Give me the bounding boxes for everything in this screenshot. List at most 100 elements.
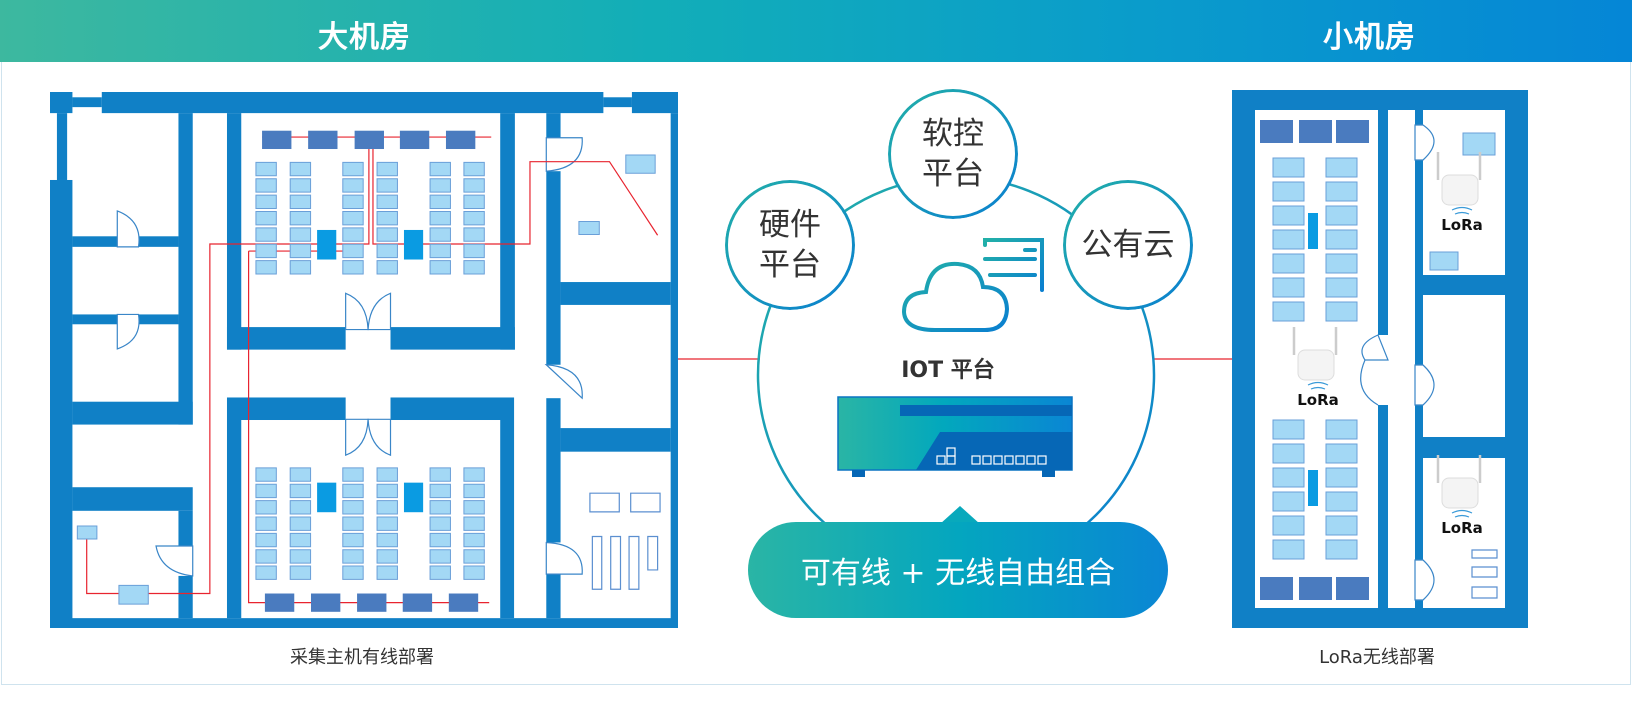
precision-ac-unit [317,229,337,260]
server-rack [377,261,397,274]
server-rack [256,533,276,546]
distribution-cabinet [448,593,479,612]
distribution-cabinet [1260,120,1293,143]
server-rack [343,195,363,208]
server-rack [290,484,310,497]
server-rack [1326,516,1357,535]
distribution-cabinet [1299,577,1332,600]
server-rack [256,484,276,497]
server-rack [290,533,310,546]
server-rack [377,566,397,579]
collector-host [119,585,148,604]
server-rack [290,550,310,563]
server-rack [377,550,397,563]
distribution-cabinet [1299,120,1332,143]
banner-text: 可有线 + 无线自由组合 [800,556,1116,591]
wireless-signal-icon [1307,381,1329,390]
server-rack [256,550,276,563]
collector-host [77,526,97,539]
distribution-cabinet [1336,120,1369,143]
server-rack [1273,206,1304,225]
server-rack [290,261,310,274]
bubble-label: 硬件平台 [759,207,821,283]
left-caption: 采集主机有线部署 [290,647,434,668]
server-rack [343,566,363,579]
distribution-cabinet [445,130,476,150]
lora-label: LoRa [1441,519,1483,537]
distribution-cabinet [354,130,384,150]
server-rack [1326,444,1357,463]
server-rack [343,550,363,563]
server-rack [290,179,310,192]
server-rack [256,211,276,224]
server-rack [256,162,276,175]
server-rack [377,468,397,481]
lora-label: LoRa [1441,216,1483,234]
server-rack [377,533,397,546]
server-rack [430,533,450,546]
server-rack [430,261,450,274]
server-rack [256,195,276,208]
server-rack [1273,302,1304,321]
server-rack [1326,492,1357,511]
server-rack [256,179,276,192]
precision-ac-unit [317,482,337,513]
server-rack [290,244,310,257]
room-equipment [1430,133,1497,598]
server-rack [1273,492,1304,511]
server-rack [1273,516,1304,535]
server-rack [464,228,484,241]
server-racks [1260,120,1369,600]
precision-ac-unit [403,229,424,260]
server-rack [464,517,484,530]
doors [1361,125,1434,600]
server-racks [256,130,484,612]
server-rack [430,195,450,208]
server-rack [343,484,363,497]
server-rack [1273,182,1304,201]
lora-gateway: LoRa [1436,152,1483,234]
wired-wireless-banner: 可有线 + 无线自由组合 [748,522,1168,618]
server-rack [464,162,484,175]
server-rack [1273,278,1304,297]
distribution-cabinet [264,593,295,612]
server-rack [430,179,450,192]
server-rack [1273,420,1304,439]
server-rack [464,179,484,192]
server-rack [290,566,310,579]
server-rack [256,501,276,514]
server-rack [256,228,276,241]
distribution-cabinet [357,593,387,612]
right-caption: LoRa无线部署 [1319,647,1435,668]
server-rack [377,501,397,514]
server-rack [343,517,363,530]
server-rack [343,244,363,257]
distribution-cabinet [1260,577,1293,600]
server-rack [464,533,484,546]
server-rack [430,550,450,563]
server-rack [430,244,450,257]
server-rack [464,566,484,579]
server-rack [464,468,484,481]
server-rack [1326,182,1357,201]
precision-ac-unit [1308,470,1318,506]
room-equipment [77,155,660,604]
server-rack [464,211,484,224]
server-rack [1326,540,1357,559]
server-rack [1326,468,1357,487]
walls [50,92,678,628]
server-rack [343,261,363,274]
server-rack [343,533,363,546]
distribution-cabinet [399,130,430,150]
server-rack [464,195,484,208]
distribution-cabinet [308,130,338,150]
server-rack [430,566,450,579]
server-rack [256,244,276,257]
server-rack [290,211,310,224]
server-rack [430,517,450,530]
lora-gateway: LoRa [1292,327,1339,409]
content-frame [1,62,1631,685]
bubble-label: 软控平台 [922,116,984,192]
server-rack [1326,206,1357,225]
server-rack [1326,254,1357,273]
